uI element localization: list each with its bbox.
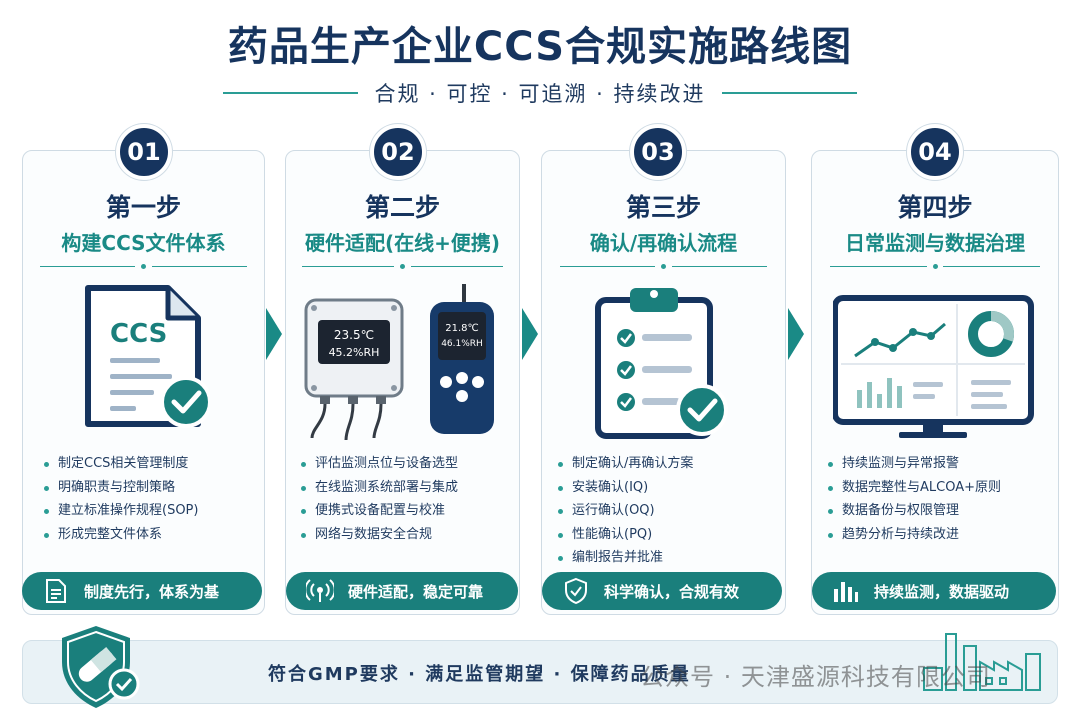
document-icon (42, 577, 70, 605)
step-title-3: 确认/再确认流程 (589, 231, 738, 255)
ccs-document-label: CCS (110, 319, 167, 349)
clipboard-checklist-illustration (595, 288, 728, 439)
step-title-4: 日常监测与数据治理 (845, 231, 1025, 255)
bullet-item: 安装确认(IQ) (556, 476, 693, 500)
shield-check-icon (562, 577, 590, 605)
step-arrow-2 (522, 308, 538, 360)
footer-statement: 符合GMP要求 · 满足监管期望 · 保障药品质量 (268, 664, 691, 685)
step-title-1: 构建CCS文件体系 (61, 231, 226, 255)
step-summary-text-3: 科学确认，合规有效 (604, 582, 740, 601)
step-number-badge-2: 02 (370, 124, 426, 180)
step-bullets-3: 制定确认/再确认方案 安装确认(IQ) 运行确认(OQ) 性能确认(PQ) 编制… (556, 452, 693, 570)
monitoring-dashboard-illustration (833, 295, 1034, 438)
step-summary-pill-1: 制度先行，体系为基 (22, 572, 262, 610)
step-number-badge-3: 03 (630, 124, 686, 180)
step-summary-text-4: 持续监测，数据驱动 (874, 582, 1010, 601)
step-number-badge-4: 04 (907, 124, 963, 180)
bullet-item: 便携式设备配置与校准 (299, 499, 458, 523)
bullet-item: 运行确认(OQ) (556, 499, 693, 523)
bullet-item: 持续监测与异常报警 (826, 452, 1001, 476)
step-title-2: 硬件适配(在线+便携) (304, 231, 501, 255)
factory-icon (923, 633, 1041, 691)
subtitle-line-right (721, 92, 857, 94)
bullet-item: 趋势分析与持续改进 (826, 523, 1001, 547)
bullet-item: 建立标准操作规程(SOP) (42, 499, 198, 523)
step-bullets-1: 制定CCS相关管理制度 明确职责与控制策略 建立标准操作规程(SOP) 形成完整… (42, 452, 198, 546)
bullet-item: 明确职责与控制策略 (42, 476, 198, 500)
page-title: 药品生产企业CCS合规实施路线图 (227, 24, 853, 70)
online-sensor-temp: 23.5℃ (334, 328, 374, 342)
bullet-item: 制定CCS相关管理制度 (42, 452, 198, 476)
step-bullets-2: 评估监测点位与设备选型 在线监测系统部署与集成 便携式设备配置与校准 网络与数据… (299, 452, 458, 546)
bullet-item: 性能确认(PQ) (556, 523, 693, 547)
step-summary-text-2: 硬件适配，稳定可靠 (348, 582, 484, 601)
step-arrow-3 (788, 308, 804, 360)
bullet-item: 数据备份与权限管理 (826, 499, 1001, 523)
step-summary-pill-2: 硬件适配，稳定可靠 (286, 572, 518, 610)
sensor-devices-illustration: 23.5℃ 45.2%RH 21.8℃ 46.1%RH (304, 284, 494, 441)
bullet-item: 网络与数据安全合规 (299, 523, 458, 547)
step-number-badge-1: 01 (116, 124, 172, 180)
step-summary-pill-3: 科学确认，合规有效 (542, 572, 782, 610)
portable-meter-humidity: 46.1%RH (441, 339, 483, 349)
watermark-text: 公众号 · 天津盛源科技有限公司 (640, 663, 991, 691)
bullet-item: 在线监测系统部署与集成 (299, 476, 458, 500)
subtitle-line-left (223, 92, 359, 94)
step-label-4: 第四步 (897, 193, 973, 222)
step-label-2: 第二步 (364, 193, 440, 222)
step-summary-pill-4: 持续监测，数据驱动 (812, 572, 1056, 610)
step-arrow-1 (266, 308, 282, 360)
bullet-item: 评估监测点位与设备选型 (299, 452, 458, 476)
bullet-item: 形成完整文件体系 (42, 523, 198, 547)
bullet-item: 制定确认/再确认方案 (556, 452, 693, 476)
step-summary-text-1: 制度先行，体系为基 (84, 582, 220, 601)
step-divider-1 (40, 264, 247, 269)
capsule-shield-icon (62, 626, 140, 708)
step-divider-3 (560, 264, 767, 269)
step-label-3: 第三步 (625, 193, 701, 222)
bullet-item: 数据完整性与ALCOA+原则 (826, 476, 1001, 500)
wireless-signal-icon (306, 577, 334, 605)
online-sensor-humidity: 45.2%RH (329, 346, 380, 359)
step-label-1: 第一步 (105, 193, 181, 222)
bar-chart-icon (832, 577, 860, 605)
page-subtitle: 合规 · 可控 · 可追溯 · 持续改进 (374, 82, 706, 106)
subtitle-row: 合规 · 可控 · 可追溯 · 持续改进 (0, 78, 1080, 108)
step-divider-4 (830, 264, 1040, 269)
step-bullets-4: 持续监测与异常报警 数据完整性与ALCOA+原则 数据备份与权限管理 趋势分析与… (826, 452, 1001, 546)
ccs-document-illustration: CCS (85, 285, 210, 428)
footer-banner (22, 640, 1058, 704)
bullet-item: 编制报告并批准 (556, 546, 693, 570)
step-divider-2 (302, 264, 503, 269)
portable-meter-temp: 21.8℃ (445, 323, 479, 334)
